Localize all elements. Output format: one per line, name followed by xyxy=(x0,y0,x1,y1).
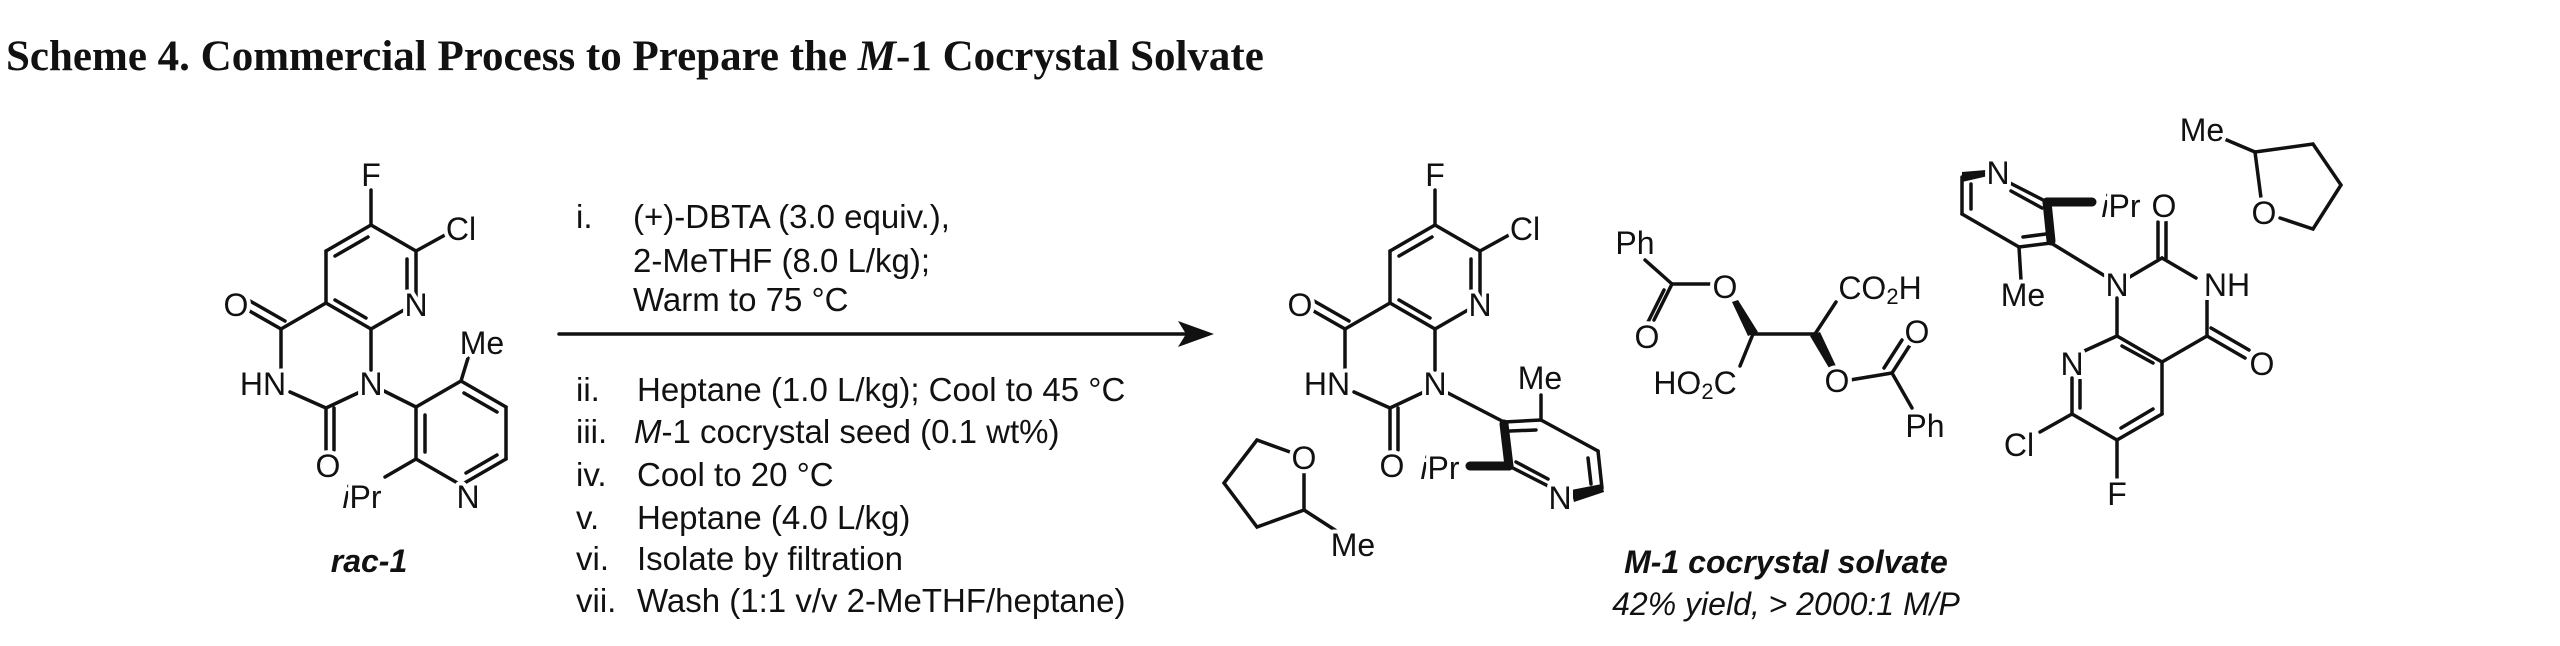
rac-1-bonds xyxy=(244,188,508,487)
condition-text: Wash (1:1 v/v 2-MeTHF/heptane) xyxy=(637,582,1125,619)
conditions-above: i. (+)-DBTA (3.0 equiv.), 2-MeTHF (8.0 L… xyxy=(576,198,950,318)
atom-o: O xyxy=(1905,314,1930,350)
atom-cl: Cl xyxy=(446,211,476,247)
atom-ho2c: HO2C xyxy=(1653,365,1736,404)
atom-f: F xyxy=(2107,476,2127,512)
condition-rest: -1 cocrystal seed (0.1 wt%) xyxy=(662,413,1060,450)
product-yield: 42% yield, > 2000:1 M/P xyxy=(1612,586,1960,622)
atom-o: O xyxy=(2250,346,2275,382)
atom-n: N xyxy=(1548,480,1571,516)
condition-num: v. xyxy=(576,499,599,536)
dbta-bonds xyxy=(1643,258,1914,410)
reaction-arrow xyxy=(557,321,1214,347)
condition-text: (+)-DBTA (3.0 equiv.), xyxy=(633,198,950,235)
ipr-pr: Pr xyxy=(2109,188,2141,224)
atom-o: O xyxy=(2152,188,2177,224)
atom-n: N xyxy=(2060,346,2083,382)
atom-ipr: iPr xyxy=(2101,188,2140,224)
thf-atom-me: Me xyxy=(2180,112,2224,148)
co2h-sub: 2 xyxy=(1886,284,1898,309)
atom-ipr: iPr xyxy=(342,479,381,515)
co2h-part: H xyxy=(1899,270,1922,306)
title-text: Scheme 4. Commercial Process to Prepare … xyxy=(6,33,858,80)
atom-me: Me xyxy=(1518,360,1562,396)
ho2c-part: HO xyxy=(1653,365,1701,401)
atom-f: F xyxy=(361,157,381,193)
scheme-title: Scheme 4. Commercial Process to Prepare … xyxy=(6,33,1264,80)
condition-text: Heptane (4.0 L/kg) xyxy=(637,499,910,536)
ipr-pr: Pr xyxy=(1428,450,1460,486)
thf-atom-o: O xyxy=(2252,195,2277,231)
atom-f: F xyxy=(1425,157,1445,193)
atom-n: N xyxy=(2105,267,2128,303)
condition-text: 2-MeTHF (8.0 L/kg); xyxy=(633,242,930,279)
condition-num: vi. xyxy=(576,540,609,577)
atom-n: N xyxy=(359,366,382,402)
atom-o: O xyxy=(1713,269,1738,305)
co2h-part: CO xyxy=(1838,270,1886,306)
ho2c-sub: 2 xyxy=(1701,379,1713,404)
condition-num: i. xyxy=(576,198,593,235)
atom-co2h: CO2H xyxy=(1838,270,1921,309)
atom-hn: HN xyxy=(1304,366,1350,402)
atom-cl: Cl xyxy=(1510,211,1540,247)
atom-o: O xyxy=(1635,319,1660,355)
title-text-end: -1 Cocrystal Solvate xyxy=(896,33,1264,80)
atom-n: N xyxy=(456,479,479,515)
atom-nh: NH xyxy=(2204,267,2250,303)
condition-num: iii. xyxy=(576,413,607,450)
condition-text: Cool to 20 °C xyxy=(637,456,834,493)
m1-second-atoms: N iPr O Me N NH N O Cl F Me O xyxy=(1982,108,2280,516)
reactant-label: rac-1 xyxy=(331,543,408,579)
condition-num: iv. xyxy=(576,456,607,493)
condition-text: Heptane (1.0 L/kg); Cool to 45 °C xyxy=(637,371,1125,408)
atom-o: O xyxy=(1825,363,1850,399)
title-italic: M xyxy=(857,33,898,80)
thf-atom-me: Me xyxy=(1331,527,1375,563)
atom-me: Me xyxy=(2001,277,2045,313)
atom-hn: HN xyxy=(240,366,286,402)
atom-o: O xyxy=(1380,448,1405,484)
ho2c-part: C xyxy=(1714,365,1737,401)
atom-n: N xyxy=(1986,155,2009,191)
m1-second-bonds xyxy=(1960,136,2344,480)
atom-o: O xyxy=(224,287,249,323)
condition-num: ii. xyxy=(576,371,600,408)
atom-me: Me xyxy=(460,325,504,361)
atom-n: N xyxy=(1468,287,1491,323)
atom-ph: Ph xyxy=(1615,225,1654,261)
atom-n: N xyxy=(404,287,427,323)
condition-text: Warm to 75 °C xyxy=(633,281,849,318)
atom-ph: Ph xyxy=(1905,408,1944,444)
m1-bonds xyxy=(1221,188,1604,534)
atom-cl: Cl xyxy=(2004,427,2034,463)
product-label: M-1 cocrystal solvate xyxy=(1624,544,1948,580)
atom-o: O xyxy=(316,448,341,484)
rac-1-atoms: F Cl N O HN N O Me N iPr xyxy=(220,153,509,519)
condition-num: vii. xyxy=(576,582,616,619)
condition-text: Isolate by filtration xyxy=(637,540,903,577)
dbta-atoms: Ph O O CO2H HO2C O O Ph xyxy=(1611,221,1948,448)
atom-ipr: iPr xyxy=(1420,450,1459,486)
ipr-pr: Pr xyxy=(350,479,382,515)
thf-atom-o: O xyxy=(1292,440,1317,476)
condition-italic: M xyxy=(634,413,662,450)
atom-o: O xyxy=(1288,287,1313,323)
conditions-below: ii. Heptane (1.0 L/kg); Cool to 45 °C ii… xyxy=(576,371,1125,619)
atom-n: N xyxy=(1423,366,1446,402)
m1-atoms: F Cl N O HN N O Me N iPr O Me xyxy=(1284,153,1576,567)
condition-text: M-1 cocrystal seed (0.1 wt%) xyxy=(634,413,1059,450)
